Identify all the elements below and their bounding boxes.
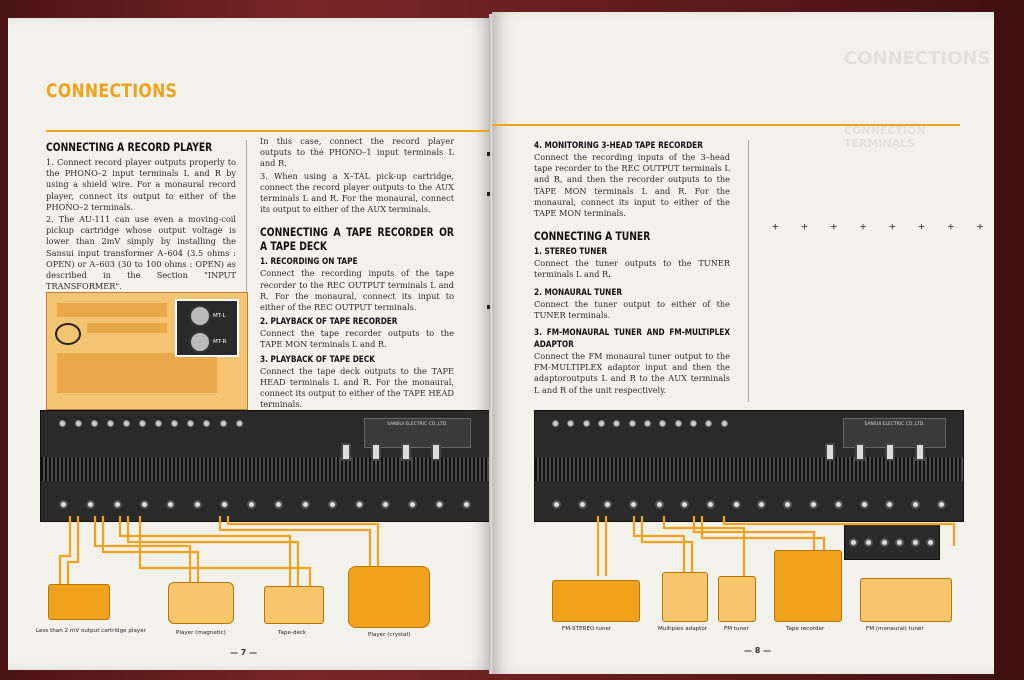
caption-fm-tuner: FM tuner: [724, 626, 749, 632]
connection-wires-right: [596, 516, 956, 576]
plus-marks: + + + + + + + + + + +: [772, 220, 994, 233]
text-playback-recorder: Connect the tape recorder outputs to the…: [260, 328, 454, 350]
highlight-circle: [55, 323, 81, 345]
tape-recorder-device: [774, 550, 842, 622]
title-rule: [46, 130, 492, 132]
maker-plate-text: SANSUI ELECTRIC CO.,LTD.: [387, 421, 448, 427]
heading-3head-recorder: 4. MONITORING 3-HEAD TAPE RECORDER: [534, 140, 703, 151]
caption-magnetic-player: Player (magnetic): [176, 630, 226, 636]
label-mt-l: MT-L: [213, 313, 226, 319]
text-stereo-tuner: Connect the tuner outputs to the TUNER t…: [534, 258, 730, 280]
title-rule-right: [492, 124, 960, 126]
caption-multiplex-adaptor: Multiplex adaptor: [658, 626, 708, 632]
input-jack-row: [58, 494, 472, 516]
subheading-fm-multiplex: 3. FM-MONAURAL TUNER AND FM-MULTIPLEX AD…: [534, 327, 730, 351]
text-3head-recorder: Connect the recording inputs of the 3–he…: [534, 152, 730, 219]
column-divider-right: [748, 140, 749, 402]
magnetic-player-device: [168, 582, 234, 624]
outlet-switched: [341, 443, 351, 461]
column-2: In this case, connect the record player …: [260, 136, 454, 411]
column-3: 4. MONITORING 3-HEAD TAPE RECORDER Conne…: [534, 140, 730, 397]
subheading-recording: 1. RECORDING ON TAPE: [260, 256, 358, 268]
right-page: CONNECTIONS CONNECTION TERMINALS 4. MONI…: [492, 12, 994, 674]
maker-plate-text-right: SANSUI ELECTRIC CO.,LTD.: [864, 421, 925, 427]
fm-monaural-tuner-device: [860, 578, 952, 622]
connection-wires-left: [58, 516, 380, 596]
left-page: CONNECTIONS CONNECTING A RECORD PLAYER 1…: [8, 18, 492, 670]
heat-sink-grill: [41, 457, 489, 482]
heading-record-player: CONNECTING A RECORD PLAYER: [46, 140, 213, 154]
show-through-title: CONNECTIONS: [844, 48, 991, 69]
caption-cartridge-player: Less than 2 mV output cartridge player: [36, 628, 146, 634]
crystal-player-device: [348, 566, 430, 628]
text-playback-deck: Connect the tape deck outputs to the TAP…: [260, 365, 454, 410]
subheading-playback-recorder: 2. PLAYBACK OF TAPE RECORDER: [260, 316, 398, 328]
binding-staple-mark: [487, 152, 490, 156]
multiplex-adaptor-device: [662, 572, 708, 622]
column-divider: [246, 140, 247, 402]
subheading-monaural-tuner: 2. MONAURAL TUNER: [534, 286, 623, 298]
input-transformer-photo: MT-L MT-R: [46, 292, 248, 410]
heading-tape-recorder: CONNECTING A TAPE RECORDER OR A TAPE DEC…: [260, 225, 454, 254]
page-title: CONNECTIONS: [46, 80, 178, 102]
text-monaural-tuner: Connect the tuner output to either of th…: [534, 298, 730, 320]
heading-tuner: CONNECTING A TUNER: [534, 229, 651, 244]
record-player-item-1: 1. Connect record player outputs properl…: [46, 157, 236, 212]
record-player-item-3: 3. When using a X–TAL pick-up cartridge,…: [260, 170, 454, 215]
cartridge-player-device: [48, 584, 110, 620]
fm-tuner-device: [718, 576, 756, 622]
column-1: CONNECTING A RECORD PLAYER 1. Connect re…: [46, 140, 236, 293]
show-through-heading: CONNECTION TERMINALS: [844, 124, 926, 150]
fm-stereo-tuner-device: [552, 580, 640, 622]
amplifier-rear-panel-right: SANSUI ELECTRIC CO.,LTD.: [534, 410, 964, 522]
caption-tape-deck: Tape-deck: [278, 630, 307, 636]
transformer-inset: MT-L MT-R: [175, 299, 239, 357]
tape-deck-device: [264, 586, 324, 624]
record-player-continued: In this case, connect the record player …: [260, 136, 454, 169]
label-mt-r: MT-R: [213, 339, 227, 345]
subheading-stereo-tuner: 1. STEREO TUNER: [534, 246, 608, 258]
amplifier-rear-panel: SANSUI ELECTRIC CO.,LTD.: [40, 410, 490, 522]
subheading-playback-deck: 3. PLAYBACK OF TAPE DECK: [260, 353, 375, 365]
maker-plate: SANSUI ELECTRIC CO.,LTD.: [363, 417, 472, 449]
caption-fm-stereo-tuner: FM-STEREO tuner: [562, 626, 612, 632]
page-number-right: — 8 —: [744, 646, 772, 655]
page-number-left: — 7 —: [230, 648, 258, 657]
record-player-item-2: 2. The AU-111 can use even a moving-coil…: [46, 214, 236, 292]
text-recording: Connect the recording inputs of the tape…: [260, 268, 454, 313]
text-fm-multiplex: Connect the FM monaural tuner output to …: [534, 351, 730, 395]
adaptor-jack-panel: [844, 524, 940, 560]
caption-crystal-player: Player (crystal): [368, 632, 411, 638]
caption-tape-recorder: Tape recorder: [786, 626, 825, 632]
caption-fm-monaural-tuner: FM (monaural) tuner: [866, 626, 924, 632]
